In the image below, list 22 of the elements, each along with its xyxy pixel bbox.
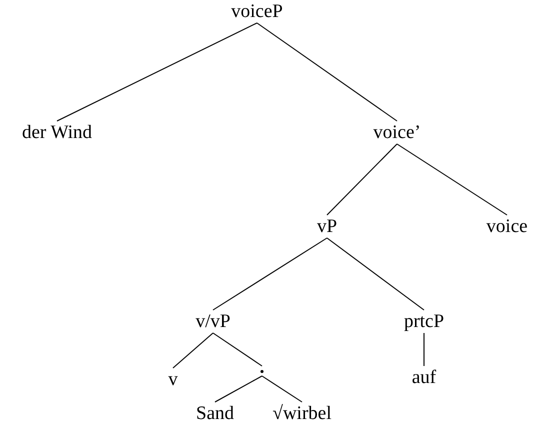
tree-node-label: der Wind [22, 123, 92, 143]
tree-node-label: voice [486, 217, 528, 237]
branch-line [212, 238, 328, 310]
tree-node-label: Sand [196, 404, 234, 424]
tree-node-label: prtcP [404, 312, 444, 332]
tree-node-label: voice’ [373, 123, 421, 143]
tree-node-label: v/vP [196, 312, 230, 332]
branch-line [396, 144, 508, 216]
branch-line [56, 22, 258, 122]
branch-line [262, 376, 302, 402]
branch-line [256, 22, 398, 122]
tree-node-label: voiceP [231, 2, 283, 22]
branch-line [212, 332, 262, 366]
branch-line [172, 332, 214, 368]
tree-node-label: v [168, 370, 178, 390]
tree-node-label: vP [316, 217, 338, 237]
tree-node-label: auf [412, 368, 436, 388]
branch-line [326, 144, 398, 216]
tree-node-label: √wirbel [272, 404, 332, 424]
branch-line [214, 376, 262, 402]
branch-point [260, 370, 264, 373]
branch-line [326, 238, 424, 310]
